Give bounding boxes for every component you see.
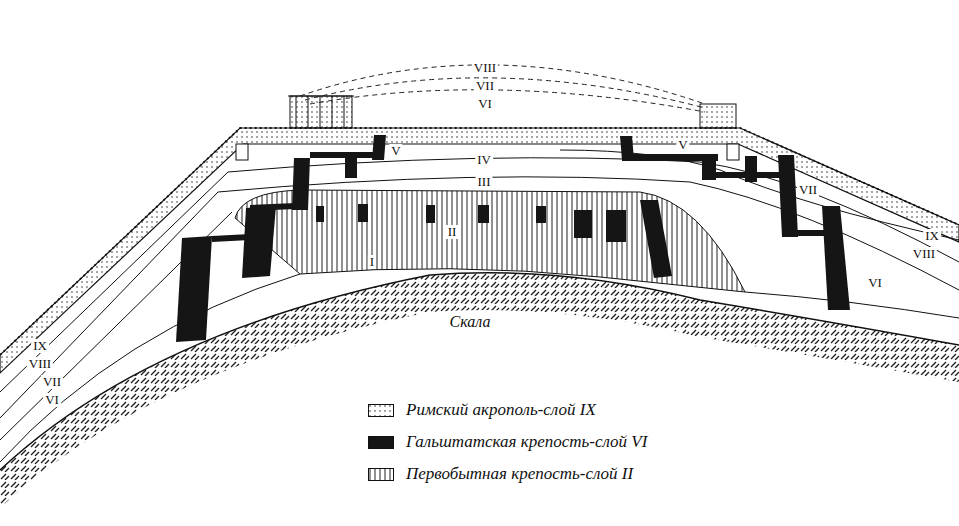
layer-number: V — [389, 144, 402, 158]
layer-number: VIII — [911, 247, 937, 261]
layer-number: V — [676, 138, 689, 152]
legend-swatch — [368, 468, 394, 481]
legend-row: Римский акрополь-слой IX — [368, 398, 596, 422]
layer-number: IX — [31, 339, 49, 353]
legend-swatch — [368, 404, 394, 417]
legend-text: Римский акрополь-слой IX — [406, 400, 596, 420]
legend-row: Гальштатская крепость-слой VI — [368, 430, 647, 454]
layer-number: VI — [866, 276, 884, 290]
rock-label: Скала — [448, 315, 493, 329]
legend-swatch — [368, 436, 394, 449]
layer-number: III — [476, 175, 493, 189]
layer-number: VIII — [27, 357, 53, 371]
layer-number: I — [368, 255, 376, 269]
layer-number: IX — [923, 229, 941, 243]
layer-number: VIII — [472, 61, 498, 75]
layer-number: VII — [41, 375, 63, 389]
legend-text: Гальштатская крепость-слой VI — [406, 432, 647, 452]
layer-number: VII — [797, 183, 819, 197]
layer-number: VI — [43, 393, 61, 407]
legend-text: Первобытная крепость-слой II — [406, 464, 633, 484]
layer-number: VI — [476, 97, 494, 111]
legend-row: Первобытная крепость-слой II — [368, 462, 633, 486]
layer-number: II — [446, 225, 459, 239]
layer-number: VII — [474, 79, 496, 93]
layer-number: IV — [475, 153, 493, 167]
